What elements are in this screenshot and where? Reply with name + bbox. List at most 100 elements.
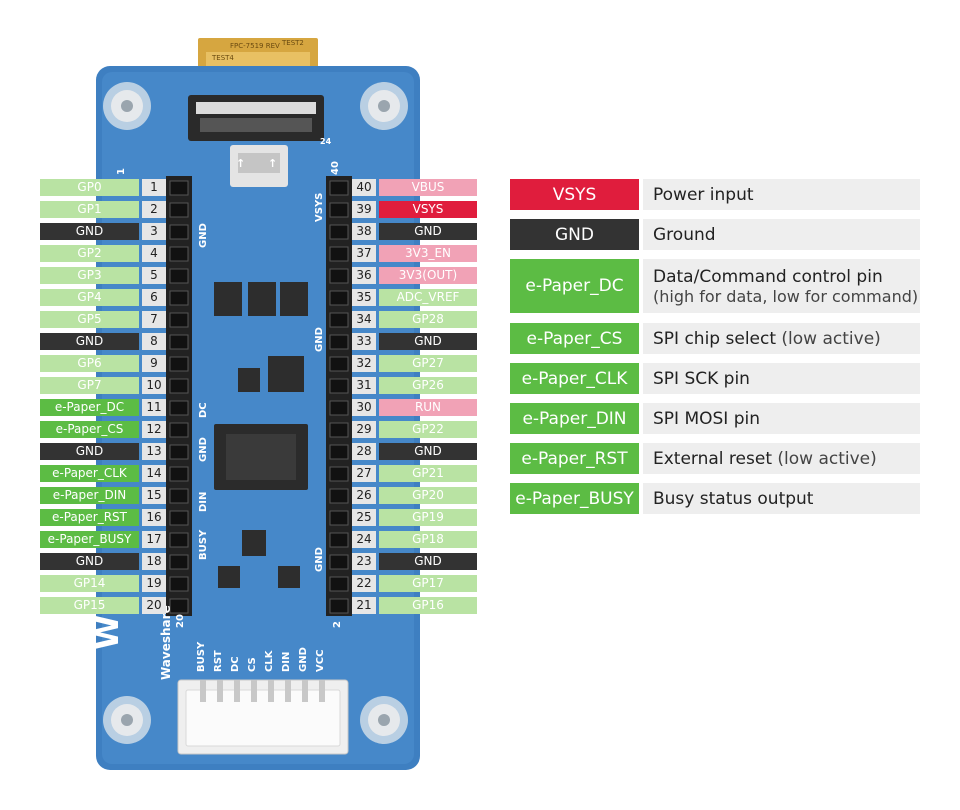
pin-label-16: e-Paper_RST [40, 509, 139, 526]
pin-label-38: GND [379, 223, 477, 240]
pin-number-35: 35 [352, 289, 376, 306]
legend-description: Ground [643, 219, 920, 250]
header-pin [329, 290, 349, 306]
pin-label-34: GP28 [379, 311, 477, 328]
pin-number-5: 5 [142, 267, 166, 284]
header-mark-40: 40 [330, 161, 341, 175]
header-mark-24: 24 [320, 137, 332, 146]
legend-description: SPI chip select (low active) [643, 323, 920, 354]
pin-number-10: 10 [142, 377, 166, 394]
legend-name: e-Paper_RST [510, 443, 639, 474]
pin-label-24: GP18 [379, 531, 477, 548]
pin-number-26: 26 [352, 487, 376, 504]
pin-label-33: GND [379, 333, 477, 350]
header-pin [329, 576, 349, 592]
header-pin [169, 444, 189, 460]
header-mark-20: 20 [175, 614, 186, 628]
pin-label-32: GP27 [379, 355, 477, 372]
silk-left-busy: BUSY [198, 529, 209, 560]
connector-label-gnd: GND [298, 647, 309, 672]
connector-label-clk: CLK [264, 649, 275, 672]
legend-description: External reset (low active) [643, 443, 920, 474]
pin-number-38: 38 [352, 223, 376, 240]
header-pin [169, 246, 189, 262]
pin-number-4: 4 [142, 245, 166, 262]
waveshare-logo: W [88, 615, 126, 650]
connector-label-cs: CS [247, 657, 258, 672]
pin-label-17: e-Paper_BUSY [40, 531, 139, 548]
legend-desc-main: External reset [653, 448, 778, 469]
pin-number-36: 36 [352, 267, 376, 284]
pin-label-36: 3V3(OUT) [379, 267, 477, 284]
connector-pin [285, 680, 291, 702]
pin-number-22: 22 [352, 575, 376, 592]
header-pin [329, 532, 349, 548]
pin-number-12: 12 [142, 421, 166, 438]
transistors [214, 282, 308, 392]
pin-label-1: GP0 [40, 179, 139, 196]
header-pin [169, 224, 189, 240]
header-pin [329, 510, 349, 526]
pin-label-40: VBUS [379, 179, 477, 196]
header-pin [329, 444, 349, 460]
pin-number-15: 15 [142, 487, 166, 504]
pin-label-22: GP17 [379, 575, 477, 592]
pin-number-28: 28 [352, 443, 376, 460]
pin-label-35: ADC_VREF [379, 289, 477, 306]
test-label-4: TEST4 [211, 54, 234, 62]
pin-number-9: 9 [142, 355, 166, 372]
connector-label-rst: RST [213, 650, 224, 672]
legend-desc-note: (low active) [781, 328, 881, 349]
legend-desc-main: Data/Command control pin [653, 266, 883, 287]
pin-label-2: GP1 [40, 201, 139, 218]
legend-description: SPI SCK pin [643, 363, 920, 394]
pin-label-15: e-Paper_DIN [40, 487, 139, 504]
pin-label-14: e-Paper_CLK [40, 465, 139, 482]
pin-label-20: GP15 [40, 597, 139, 614]
header-pin [329, 356, 349, 372]
pin-label-4: GP2 [40, 245, 139, 262]
pin-number-31: 31 [352, 377, 376, 394]
legend-desc-main: Power input [653, 184, 754, 205]
header-pin [329, 180, 349, 196]
pin-number-32: 32 [352, 355, 376, 372]
header-mark-2: 2 [332, 621, 343, 628]
connector-pin [200, 680, 206, 702]
pin-number-24: 24 [352, 531, 376, 548]
pin-label-29: GP22 [379, 421, 477, 438]
brand-text: Waveshare [159, 605, 173, 680]
header-pin [329, 466, 349, 482]
pin-label-21: GP16 [379, 597, 477, 614]
header-pin [169, 576, 189, 592]
connector-pin [251, 680, 257, 702]
mount-hole-br [360, 696, 408, 744]
pin-label-9: GP6 [40, 355, 139, 372]
pin-label-6: GP4 [40, 289, 139, 306]
silk-left-gnd: GND [198, 223, 209, 248]
header-pin [169, 334, 189, 350]
silk-left-dc: DC [198, 402, 209, 418]
pin-number-16: 16 [142, 509, 166, 526]
pin-label-30: RUN [379, 399, 477, 416]
pin-number-13: 13 [142, 443, 166, 460]
pin-label-28: GND [379, 443, 477, 460]
header-pin [169, 488, 189, 504]
legend-description: Power input [643, 179, 920, 210]
pin-number-7: 7 [142, 311, 166, 328]
header-pin [169, 532, 189, 548]
pin-label-39: VSYS [379, 201, 477, 218]
pin-number-40: 40 [352, 179, 376, 196]
pin-number-11: 11 [142, 399, 166, 416]
pin-label-25: GP19 [379, 509, 477, 526]
pin-label-11: e-Paper_DC [40, 399, 139, 416]
pin-number-19: 19 [142, 575, 166, 592]
pin-number-21: 21 [352, 597, 376, 614]
legend-desc-main: Busy status output [653, 488, 814, 509]
header-pin [169, 378, 189, 394]
